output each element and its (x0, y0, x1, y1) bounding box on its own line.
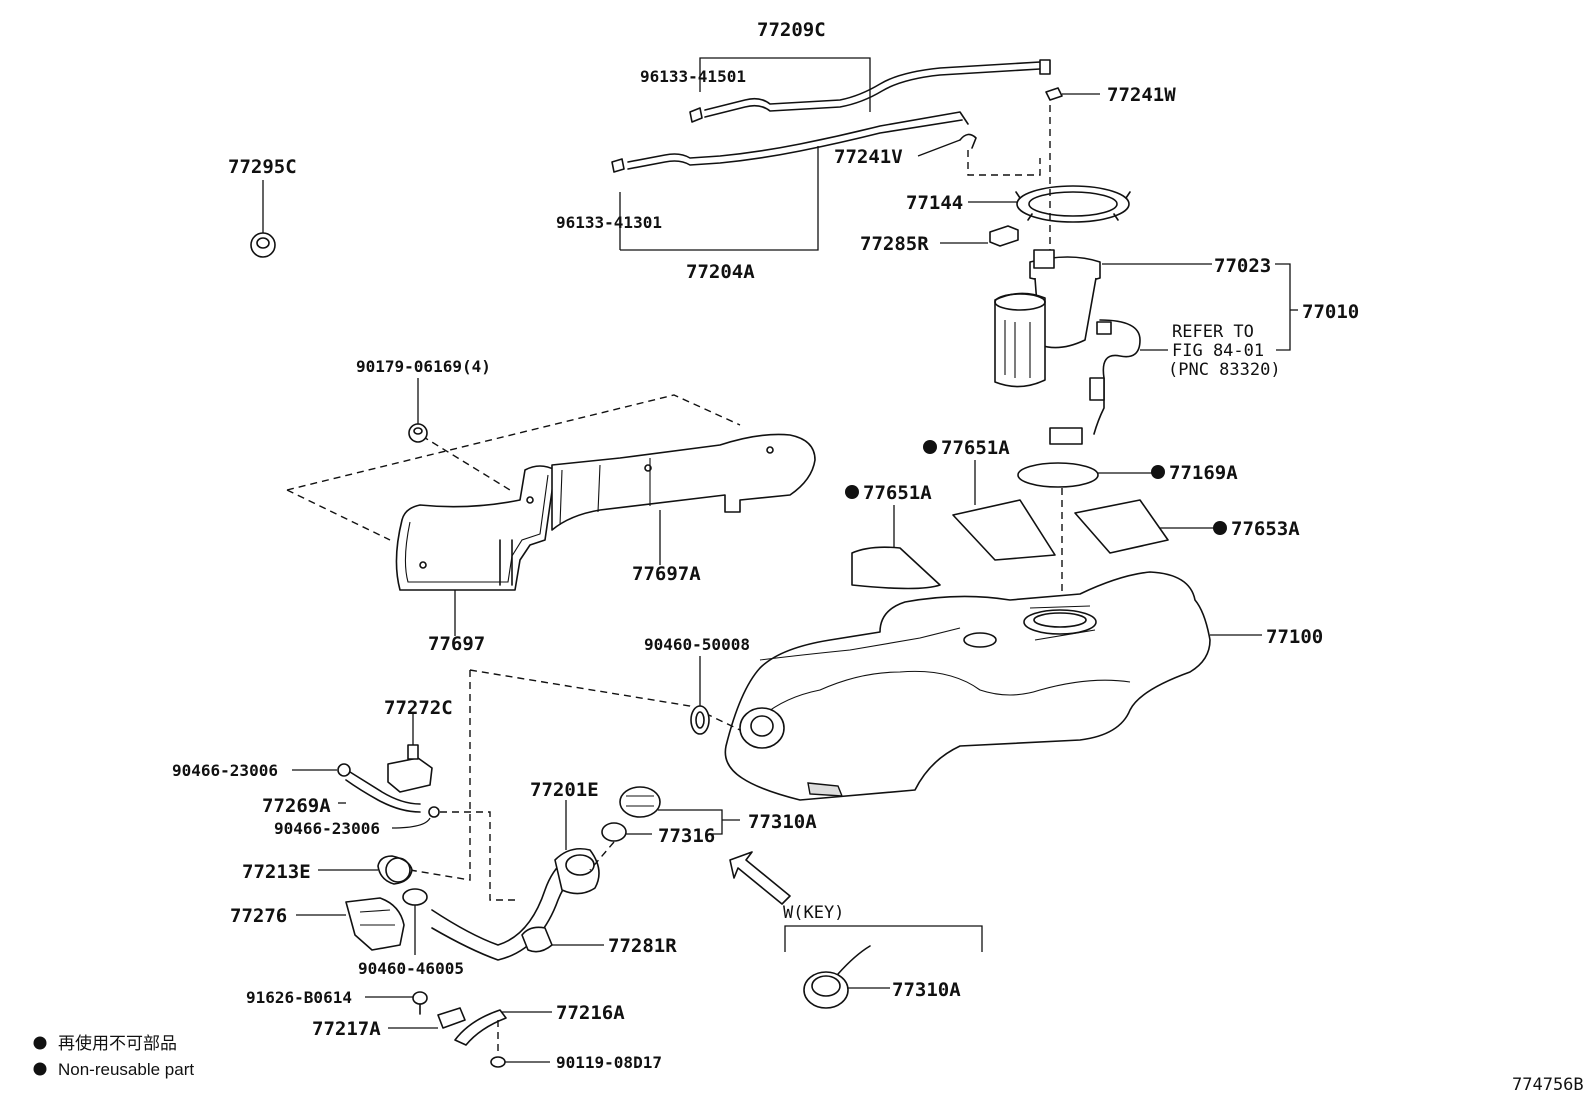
label-77697a: 77697A (632, 563, 701, 585)
label-77213e: 77213E (242, 861, 311, 883)
label-90466-23006-a: 90466-23006 (172, 761, 278, 780)
label-77310a-main: 77310A (748, 811, 817, 833)
label-91626-b0614: 91626-B0614 (246, 988, 352, 1007)
label-90460-46005: 90460-46005 (358, 959, 464, 978)
band-77217a (437, 1007, 466, 1029)
label-key-variant: W(KEY) (783, 903, 844, 923)
clip-90466-23006-b (428, 806, 440, 818)
hose-77269a (345, 771, 421, 813)
fuel-tube-77209c (689, 59, 1051, 123)
label-77295c: 77295C (228, 156, 297, 178)
bolt-90179 (408, 423, 428, 443)
label-77216a: 77216A (556, 1002, 625, 1024)
bolt-91626-b0614 (412, 991, 428, 1015)
fuel-tank-77100 (724, 571, 1211, 801)
refer-line-3: (PNC 83320) (1168, 360, 1281, 380)
insulator-77697a (551, 433, 816, 531)
clip-77241v (959, 133, 977, 149)
vent-valve-77272c (387, 744, 433, 793)
refer-line-2: FIG 84-01 (1172, 341, 1264, 361)
clamp-90460-46005 (402, 888, 428, 906)
label-77144: 77144 (906, 192, 963, 214)
label-77209c: 77209C (757, 19, 826, 41)
protector-77651a-left (851, 546, 941, 590)
legend-text-en: Non-reusable part (58, 1060, 194, 1079)
connector-77285r (989, 225, 1019, 247)
label-77276: 77276 (230, 905, 287, 927)
non-reusable-dot-77653a (1213, 521, 1227, 535)
gasket-77316 (601, 822, 627, 842)
gasket-77169a (1017, 462, 1099, 488)
fuel-cap-key-77310a (803, 945, 871, 1009)
label-77272c: 77272C (384, 697, 453, 719)
label-77269a: 77269A (262, 795, 331, 817)
filler-pipe-77201e (431, 847, 600, 961)
clip-77241w (1045, 87, 1063, 101)
direction-arrow (729, 851, 791, 905)
label-77310a-key: 77310A (892, 979, 961, 1001)
non-reusable-dot-77651a-left (845, 485, 859, 499)
label-77653a: 77653A (1231, 518, 1300, 540)
label-90460-50008: 90460-50008 (644, 635, 750, 654)
clip-90466-23006-a (337, 763, 351, 777)
clip-77281r (521, 926, 553, 953)
band-77216a (454, 1009, 507, 1046)
label-77217a: 77217A (312, 1018, 381, 1040)
label-77010: 77010 (1302, 301, 1359, 323)
label-77100: 77100 (1266, 626, 1323, 648)
inlet-77213e (377, 855, 413, 885)
label-77316: 77316 (658, 825, 715, 847)
label-77651a-right: 77651A (941, 437, 1010, 459)
bolt-90119-08d17 (490, 1056, 506, 1068)
retainer-ring-77144 (1015, 185, 1131, 223)
legend-dot-jp (33, 1036, 47, 1050)
non-reusable-dot-77169a (1151, 465, 1165, 479)
legend-dot-en (33, 1062, 47, 1076)
diagram-id: 774756B (1512, 1075, 1584, 1095)
fuel-tube-77204a (611, 111, 969, 173)
label-77697: 77697 (428, 633, 485, 655)
label-90119-08d17: 90119-08D17 (556, 1053, 662, 1072)
legend-text-jp: 再使用不可部品 (58, 1033, 177, 1053)
label-96133-41301: 96133-41301 (556, 213, 662, 232)
protector-77651a-right (952, 499, 1056, 561)
label-90179-06169: 90179-06169(4) (356, 357, 491, 376)
grommet-77295c (250, 232, 276, 258)
refer-line-1: REFER TO (1172, 322, 1254, 342)
label-77201e: 77201E (530, 779, 599, 801)
bracket-77276 (345, 897, 405, 951)
fuel-cap-77310a (619, 786, 661, 818)
label-77241w: 77241W (1107, 84, 1176, 106)
label-96133-41501: 96133-41501 (640, 67, 746, 86)
insulator-77697 (395, 465, 556, 591)
clamp-90460-50008 (690, 705, 710, 735)
label-77281r: 77281R (608, 935, 677, 957)
label-77204a: 77204A (686, 261, 755, 283)
label-77241v: 77241V (834, 146, 903, 168)
label-90466-23006-b: 90466-23006 (274, 819, 380, 838)
fuel-pump-assembly-77010 (994, 249, 1141, 445)
label-77169a: 77169A (1169, 462, 1238, 484)
key-variant-bracket (784, 925, 983, 952)
protector-77653a (1074, 499, 1169, 554)
label-77651a-left: 77651A (863, 482, 932, 504)
label-77023: 77023 (1214, 255, 1271, 277)
non-reusable-dot-77651a-right (923, 440, 937, 454)
label-77285r: 77285R (860, 233, 929, 255)
